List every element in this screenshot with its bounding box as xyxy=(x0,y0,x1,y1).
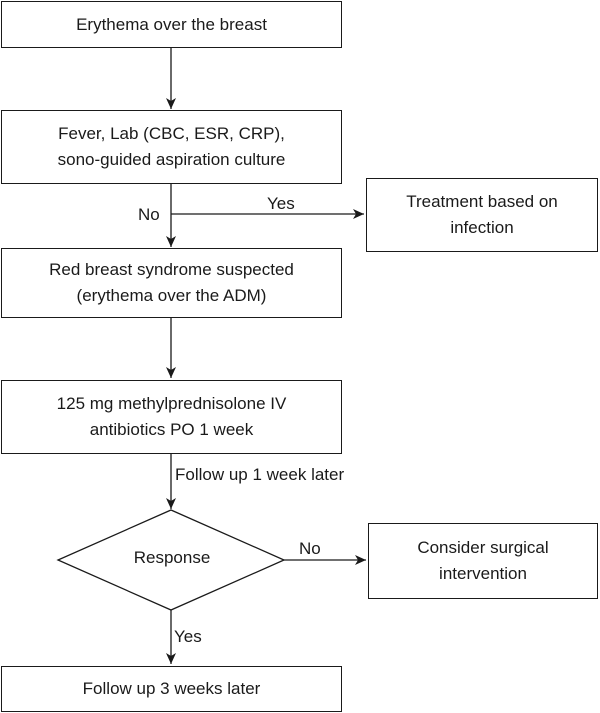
node-response-text: Response xyxy=(133,548,211,567)
node-surgical-line2: intervention xyxy=(439,564,527,583)
node-workup-line1: Fever, Lab (CBC, ESR, CRP), xyxy=(58,124,285,143)
node-followup3: Follow up 3 weeks later xyxy=(1,666,342,712)
node-surgical: Consider surgical intervention xyxy=(368,523,598,599)
label-no-infection: No xyxy=(138,205,160,224)
label-no-response: No xyxy=(299,539,321,558)
node-surgical-line1: Consider surgical xyxy=(417,538,549,557)
node-followup3-text: Follow up 3 weeks later xyxy=(82,679,261,698)
node-steroid: 125 mg methylprednisolone IV antibiotics… xyxy=(1,380,342,454)
node-red-breast-line1: Red breast syndrome suspected xyxy=(49,260,294,279)
node-treatment-line2: infection xyxy=(450,218,514,237)
label-yes-response: Yes xyxy=(174,627,202,646)
node-treatment-line1: Treatment based on xyxy=(406,192,558,211)
node-workup: Fever, Lab (CBC, ESR, CRP), sono-guided … xyxy=(1,110,342,184)
node-treatment: Treatment based on infection xyxy=(366,178,598,252)
node-steroid-line2: antibiotics PO 1 week xyxy=(89,420,254,439)
node-red-breast-line2: (erythema over the ADM) xyxy=(76,286,267,305)
node-response: Response xyxy=(60,544,284,572)
node-steroid-line1: 125 mg methylprednisolone IV xyxy=(56,394,287,413)
node-workup-line2: sono-guided aspiration culture xyxy=(57,150,286,169)
node-red-breast: Red breast syndrome suspected (erythema … xyxy=(1,248,342,318)
label-followup1: Follow up 1 week later xyxy=(175,465,345,484)
node-erythema-text: Erythema over the breast xyxy=(76,14,267,34)
node-erythema: Erythema over the breast xyxy=(1,1,342,48)
label-yes-infection: Yes xyxy=(267,194,295,213)
